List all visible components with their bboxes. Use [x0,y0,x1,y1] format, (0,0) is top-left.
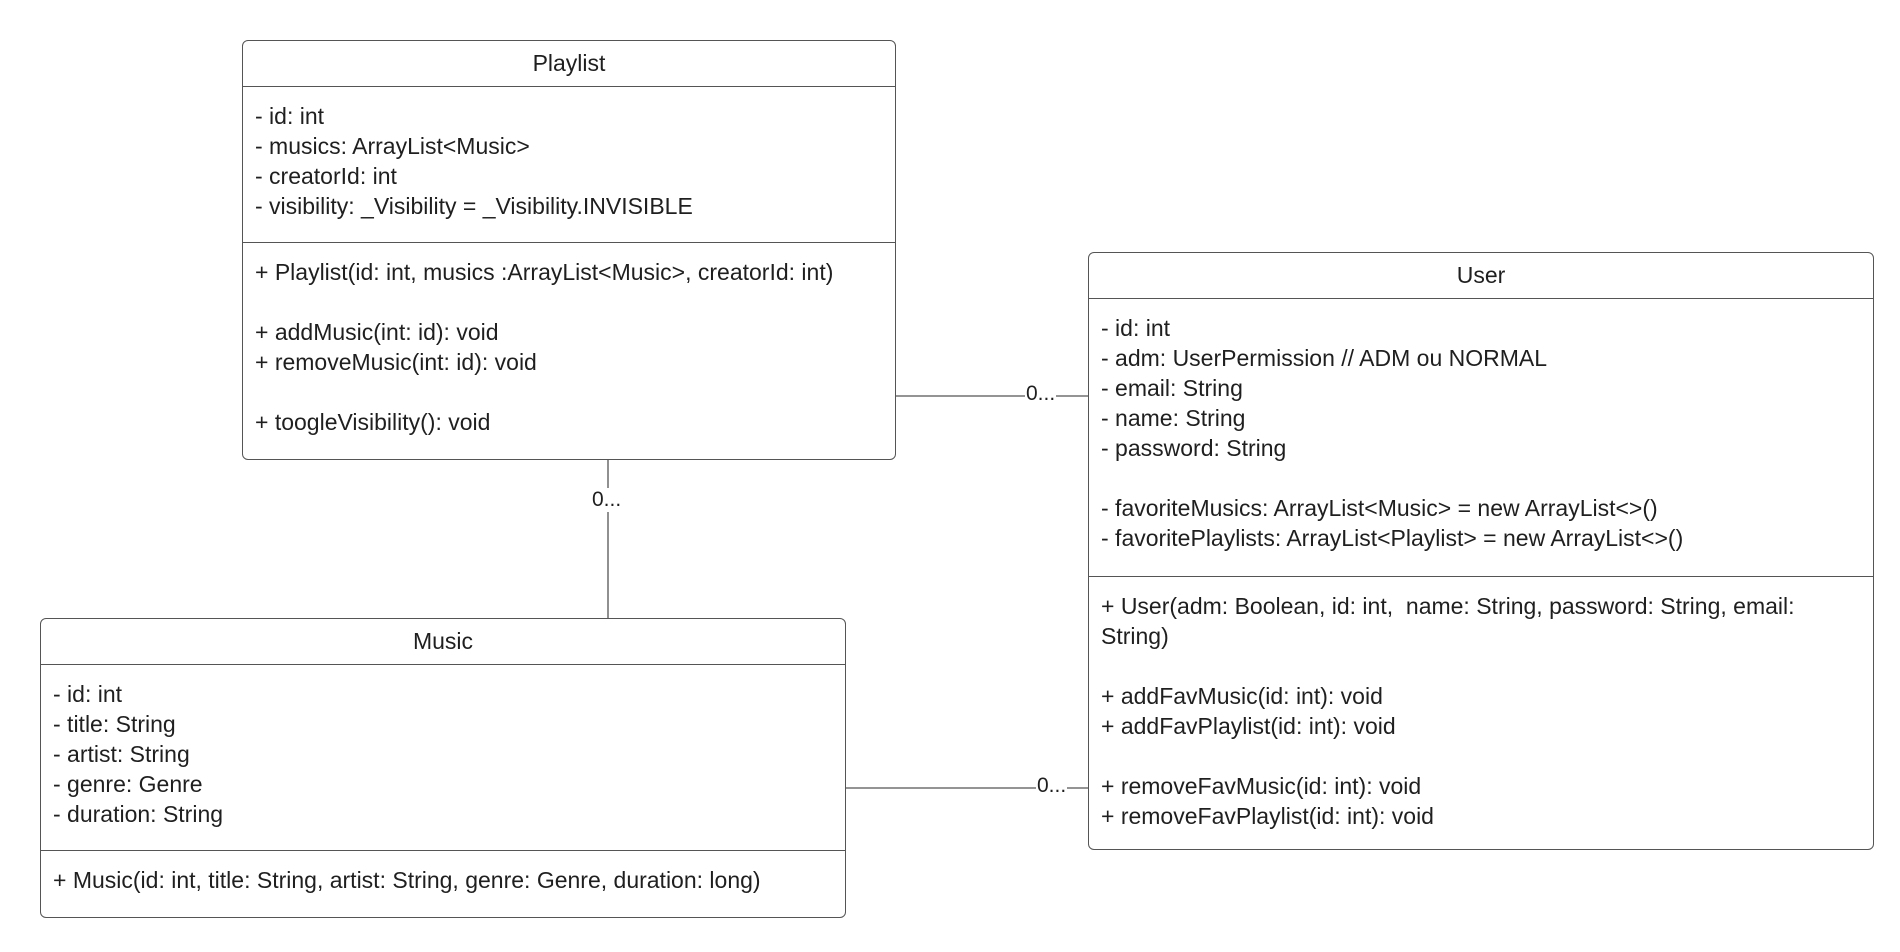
attribute: - favoritePlaylists: ArrayList<Playlist>… [1101,525,1684,551]
method: + addFavPlaylist(id: int): void [1101,713,1396,739]
attributes-user: - id: int - adm: UserPermission // ADM o… [1089,299,1873,576]
class-user[interactable]: User - id: int - adm: UserPermission // … [1088,252,1874,850]
attribute-spacer [1101,463,1861,493]
method: + addMusic(int: id): void [255,319,499,345]
method: + Playlist(id: int, musics :ArrayList<Mu… [255,259,834,285]
method: String) [1101,623,1169,649]
class-name-music: Music [41,619,845,665]
method: + toogleVisibility(): void [255,409,491,435]
attribute: - id: int [255,103,325,129]
class-name-playlist: Playlist [243,41,895,87]
method: + removeFavPlaylist(id: int): void [1101,803,1434,829]
methods-playlist: + Playlist(id: int, musics :ArrayList<Mu… [243,242,895,449]
attribute: - password: String [1101,435,1287,461]
attributes-music: - id: int - title: String - artist: Stri… [41,665,845,850]
attribute: - id: int [53,681,123,707]
attribute: - visibility: _Visibility = _Visibility.… [255,193,693,219]
attribute: - artist: String [53,741,190,767]
attribute: - creatorId: int [255,163,397,189]
method-spacer [255,377,883,407]
attribute: - favoriteMusics: ArrayList<Music> = new… [1101,495,1658,521]
multiplicity-music-user: 0... [1036,774,1068,798]
class-music[interactable]: Music - id: int - title: String - artist… [40,618,846,918]
multiplicity-playlist-music: 0... [591,488,623,512]
method: + Music(id: int, title: String, artist: … [53,867,761,893]
method: + removeMusic(int: id): void [255,349,537,375]
attribute: - email: String [1101,375,1243,401]
attribute: - adm: UserPermission // ADM ou NORMAL [1101,345,1548,371]
attributes-playlist: - id: int - musics: ArrayList<Music> - c… [243,87,895,242]
multiplicity-playlist-user: 0... [1025,382,1057,406]
method: + User(adm: Boolean, id: int, name: Stri… [1101,593,1795,619]
method: + removeFavMusic(id: int): void [1101,773,1422,799]
attribute: - title: String [53,711,176,737]
attribute: - musics: ArrayList<Music> [255,133,530,159]
attribute: - id: int [1101,315,1171,341]
method: + addFavMusic(id: int): void [1101,683,1383,709]
method-spacer [1101,741,1861,771]
methods-music: + Music(id: int, title: String, artist: … [41,850,845,907]
attribute: - name: String [1101,405,1246,431]
class-playlist[interactable]: Playlist - id: int - musics: ArrayList<M… [242,40,896,460]
class-name-user: User [1089,253,1873,299]
method-spacer [1101,651,1861,681]
method-spacer [255,287,883,317]
attribute: - genre: Genre [53,771,203,797]
attribute: - duration: String [53,801,224,827]
methods-user: + User(adm: Boolean, id: int, name: Stri… [1089,576,1873,843]
